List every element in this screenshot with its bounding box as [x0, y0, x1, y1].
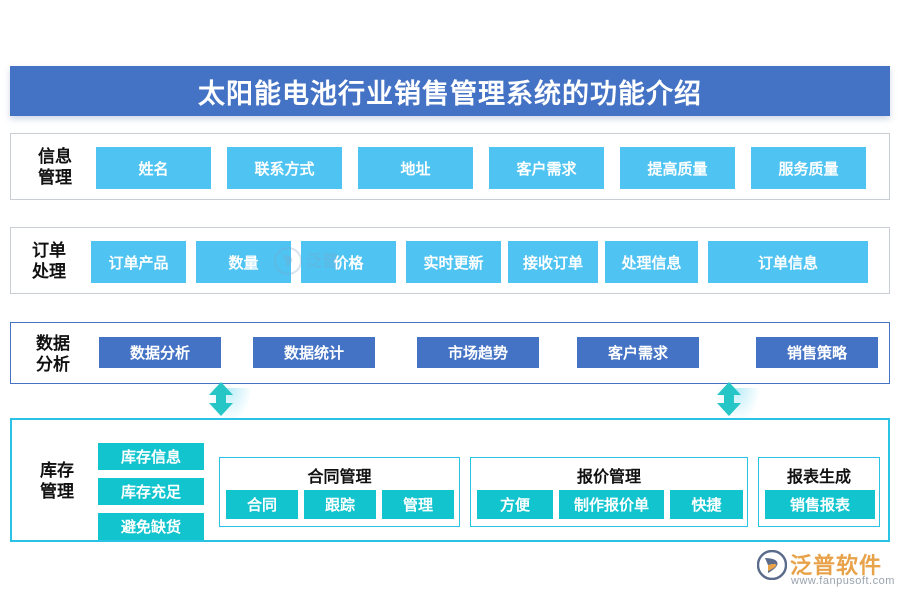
chip-sales-report[interactable]: 销售报表: [765, 490, 875, 519]
section-label-line2: 管理: [40, 482, 74, 501]
section-label-line1: 库存: [40, 461, 74, 480]
section-label-line1: 订单: [32, 241, 66, 260]
chip-data-analysis[interactable]: 数据分析: [99, 337, 221, 368]
chip-info-address[interactable]: 地址: [358, 147, 473, 189]
connector-arrow-right: [716, 382, 742, 416]
fanpu-mark-icon: [756, 549, 788, 581]
subgroup-quotation-management: 报价管理 方便 制作报价单 快捷: [470, 457, 748, 527]
logo-website-url: www.fanpusoft.com: [791, 575, 895, 587]
chip-order-realtime-update[interactable]: 实时更新: [406, 241, 501, 283]
page-title: 太阳能电池行业销售管理系统的功能介绍: [198, 78, 702, 109]
section-data-analysis: 数据 分析 数据分析 数据统计 市场趋势 客户需求 销售策略: [10, 322, 890, 384]
chip-contract[interactable]: 合同: [226, 490, 298, 519]
chip-info-improve-quality[interactable]: 提高质量: [620, 147, 735, 189]
subgroup-contract-management: 合同管理 合同 跟踪 管理: [219, 457, 460, 527]
chip-create-quotation[interactable]: 制作报价单: [559, 490, 664, 519]
logo-company-name: 泛普软件: [790, 553, 883, 578]
chip-info-service-quality[interactable]: 服务质量: [751, 147, 866, 189]
brand-logo: 泛普软件 www.fanpusoft.com: [756, 548, 897, 594]
connector-arrow-left: [208, 382, 234, 416]
chip-sales-strategy[interactable]: 销售策略: [756, 337, 878, 368]
subgroup-title-contract: 合同管理: [307, 469, 372, 486]
chip-order-receive[interactable]: 接收订单: [508, 241, 598, 283]
chip-order-product[interactable]: 订单产品: [91, 241, 186, 283]
section-order-processing: 订单 处理 订单产品 数量 价格 实时更新 接收订单 处理信息 订单信息 泛普: [10, 227, 890, 294]
section-label-line2: 管理: [38, 168, 72, 187]
section-label-info-management: 信息 管理: [29, 146, 81, 188]
section-label-line2: 分析: [36, 355, 70, 374]
section-label-line1: 数据: [36, 334, 70, 353]
section-info-management: 信息 管理 姓名 联系方式 地址 客户需求 提高质量 服务质量: [10, 133, 890, 200]
chip-customer-demand[interactable]: 客户需求: [577, 337, 699, 368]
chip-market-trend[interactable]: 市场趋势: [417, 337, 539, 368]
chip-data-statistics[interactable]: 数据统计: [253, 337, 375, 368]
chip-info-name[interactable]: 姓名: [96, 147, 211, 189]
chip-order-price[interactable]: 价格: [301, 241, 396, 283]
subgroup-report-generation: 报表生成 销售报表: [758, 457, 880, 527]
subgroup-title-quotation: 报价管理: [576, 469, 641, 486]
chip-management[interactable]: 管理: [382, 490, 454, 519]
page-title-banner: 太阳能电池行业销售管理系统的功能介绍: [10, 66, 890, 116]
chip-info-contact[interactable]: 联系方式: [227, 147, 342, 189]
chip-inventory-sufficient[interactable]: 库存充足: [98, 478, 204, 505]
section-inventory-management: 库存 管理 库存信息 库存充足 避免缺货 合同管理 合同 跟踪 管理 报价管理 …: [10, 418, 890, 542]
chip-tracking[interactable]: 跟踪: [304, 490, 376, 519]
section-label-data-analysis: 数据 分析: [27, 333, 79, 375]
section-label-order-processing: 订单 处理: [23, 240, 75, 282]
chip-order-info[interactable]: 订单信息: [708, 241, 868, 283]
section-label-inventory-management: 库存 管理: [28, 460, 86, 502]
chip-avoid-stockout[interactable]: 避免缺货: [98, 513, 204, 540]
chip-convenient[interactable]: 方便: [477, 490, 553, 519]
chip-inventory-info[interactable]: 库存信息: [98, 443, 204, 470]
section-label-line1: 信息: [38, 147, 72, 166]
chip-fast[interactable]: 快捷: [670, 490, 743, 519]
chip-info-customer-demand[interactable]: 客户需求: [489, 147, 604, 189]
section-label-line2: 处理: [32, 262, 66, 281]
chip-order-quantity[interactable]: 数量: [196, 241, 291, 283]
chip-order-process-info[interactable]: 处理信息: [605, 241, 698, 283]
subgroup-title-report: 报表生成: [786, 469, 851, 486]
